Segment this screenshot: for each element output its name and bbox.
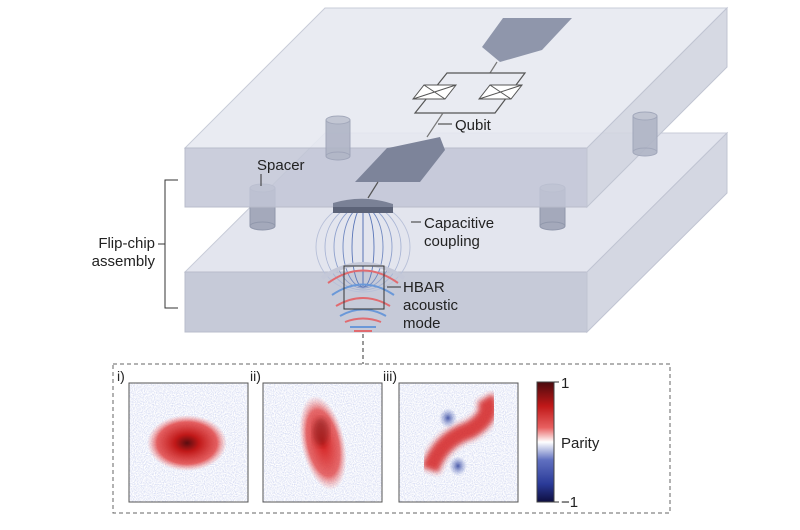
panel-label-i: i): [117, 368, 125, 384]
wigner-plot-iii: [398, 382, 519, 503]
colorbar-title: Parity: [561, 435, 600, 452]
wigner-plot-i: [128, 382, 249, 503]
capacitive-coupling-label-2: coupling: [424, 233, 480, 250]
hbar-label: HBAR: [403, 279, 445, 296]
flip-chip-label-2: assembly: [92, 253, 156, 270]
capacitive-coupling-label: Capacitive: [424, 215, 494, 232]
colorbar-max-label: 1: [561, 375, 569, 392]
flip-chip-label: Flip-chip: [98, 235, 155, 252]
panel-label-ii: ii): [250, 368, 261, 384]
qubit-label: Qubit: [455, 117, 492, 134]
leader-lines: [158, 174, 421, 364]
panel-label-iii: iii): [383, 368, 397, 384]
spacer-label: Spacer: [257, 157, 305, 174]
hbar-label-2: acoustic: [403, 297, 459, 314]
parity-colorbar: [536, 381, 559, 503]
hbar-acoustic-mode: [320, 262, 406, 332]
wigner-plot-ii: [262, 382, 383, 503]
hbar-label-3: mode: [403, 315, 441, 332]
colorbar-min-label: −1: [561, 494, 578, 511]
wigner-panel-box: [112, 363, 671, 514]
qubit-circuit: [333, 18, 572, 213]
josephson-junction-icon: [411, 84, 524, 100]
spacer-pillar-back: [325, 111, 658, 161]
